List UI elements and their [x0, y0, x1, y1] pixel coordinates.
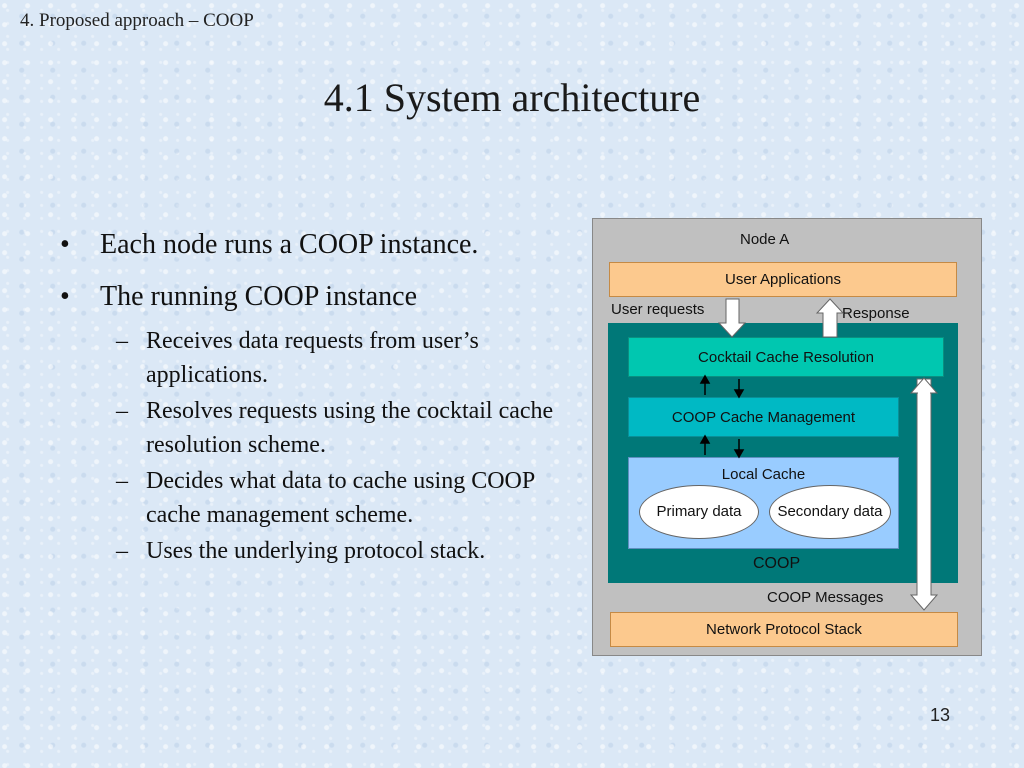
slide-title: 4.1 System architecture: [323, 75, 701, 120]
diagram-arrows: [699, 298, 939, 611]
dash-icon: –: [116, 398, 128, 424]
sub-bullet-item: –Resolves requests using the cocktail ca…: [116, 394, 580, 462]
sub-bullet-item: –Receives data requests from user’s appl…: [116, 324, 580, 392]
response-label: Response: [842, 305, 910, 322]
coop-label: COOP: [753, 555, 801, 572]
dash-icon: –: [116, 328, 128, 354]
sub-bullet-text: Decides what data to cache using COOP ca…: [146, 468, 535, 528]
section-title: 4. Proposed approach – COOP: [20, 10, 254, 31]
sub-bullet-item: –Decides what data to cache using COOP c…: [116, 464, 580, 532]
network-protocol-stack-box: Network Protocol Stack: [610, 612, 958, 647]
bullet-item: The running COOP instance: [60, 280, 580, 314]
page-number: 13: [930, 705, 951, 725]
dash-icon: –: [116, 538, 128, 564]
secondary-data-oval: Secondary data: [769, 485, 891, 539]
coop-messages-label: COOP Messages: [767, 589, 884, 606]
user-requests-label: User requests: [611, 301, 705, 318]
cocktail-cache-resolution-box: Cocktail Cache Resolution: [628, 337, 944, 377]
sub-bullet-text: Uses the underlying protocol stack.: [146, 538, 486, 564]
bullet-list: Each node runs a COOP instance. The runn…: [60, 228, 580, 578]
user-applications-box: User Applications: [609, 262, 957, 297]
bullet-item: Each node runs a COOP instance.: [60, 228, 580, 262]
architecture-diagram: Node A User Applications User requests R…: [592, 218, 982, 656]
user-requests-arrow: [717, 298, 747, 338]
primary-data-oval: Primary data: [639, 485, 759, 539]
node-label: Node A: [740, 231, 790, 248]
sub-bullet-item: –Uses the underlying protocol stack.: [116, 534, 580, 568]
sub-bullet-text: Receives data requests from user’s appli…: [146, 328, 479, 388]
sub-bullet-text: Resolves requests using the cocktail cac…: [146, 398, 554, 458]
dash-icon: –: [116, 468, 128, 494]
coop-cache-management-box: COOP Cache Management: [628, 397, 899, 437]
response-arrow: [815, 298, 845, 338]
